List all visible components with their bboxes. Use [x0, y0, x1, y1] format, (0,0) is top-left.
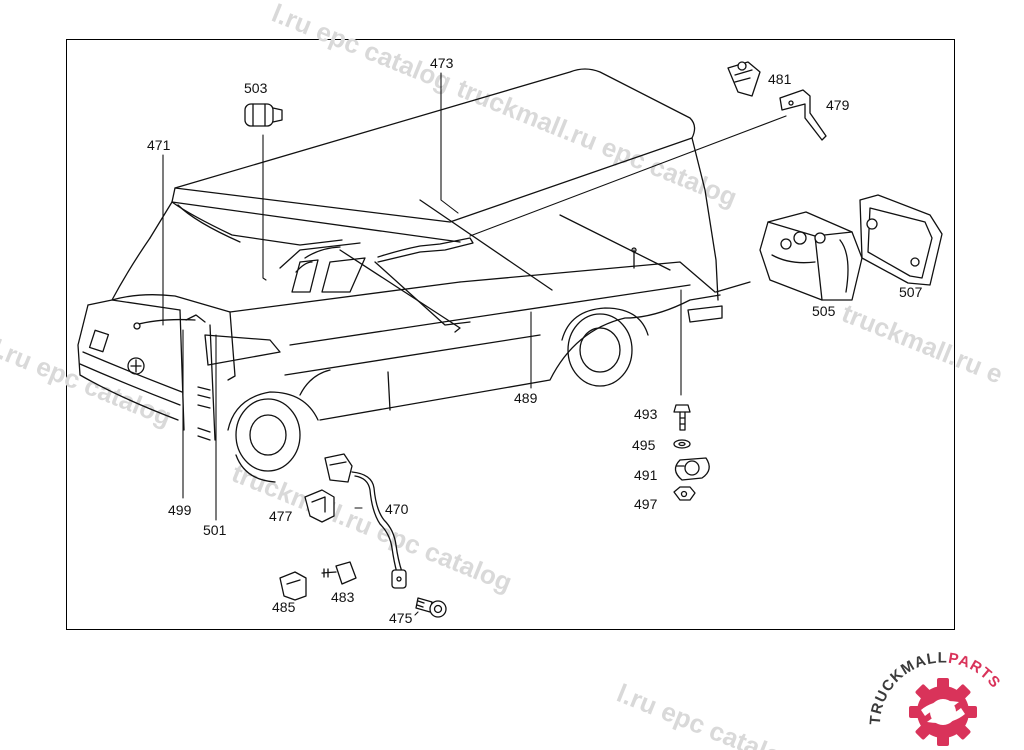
callout-497: 497 — [634, 496, 658, 512]
callout-479: 479 — [826, 97, 850, 113]
diagram-frame — [66, 39, 955, 630]
callout-477: 477 — [269, 508, 293, 524]
callout-501: 501 — [203, 522, 227, 538]
part-493-bolt — [673, 404, 691, 431]
part-495-washer — [673, 439, 691, 449]
callout-475: 475 — [389, 610, 413, 626]
gear-icon — [909, 678, 977, 746]
callout-507: 507 — [899, 284, 923, 300]
part-497-nut — [673, 486, 696, 501]
watermark-center: truckmall.ru epc catalog — [228, 458, 517, 598]
callouts: 503 471 473 481 479 505 507 489 493 495 … — [147, 55, 923, 626]
callout-495: 495 — [632, 437, 656, 453]
callout-503: 503 — [244, 80, 268, 96]
part-481-clip — [727, 61, 761, 97]
callout-493: 493 — [634, 406, 658, 422]
callout-489: 489 — [514, 390, 538, 406]
callout-473: 473 — [430, 55, 454, 71]
callout-505: 505 — [812, 303, 836, 319]
watermark-bottom: l.ru epc catalog — [613, 678, 801, 750]
callout-470: 470 — [385, 501, 409, 517]
part-483-screw — [321, 561, 357, 585]
callout-485: 485 — [272, 599, 296, 615]
watermark-left: l.ru epc catalog — [0, 333, 176, 432]
part-491-clamp — [674, 457, 710, 481]
callout-491: 491 — [634, 467, 658, 483]
callout-483: 483 — [331, 589, 355, 605]
watermark-top: l.ru epc catalog — [268, 0, 456, 97]
part-479-bracket — [779, 89, 827, 141]
leader-lines — [162, 72, 787, 616]
truckmall-parts-logo: TRUCKMALLPARTS — [867, 650, 1004, 746]
part-503-switch — [244, 103, 283, 127]
callout-481: 481 — [768, 71, 792, 87]
logo-parts: PARTS — [947, 650, 1004, 692]
part-505-lamp-housing — [759, 211, 863, 301]
part-470-cable — [324, 453, 407, 589]
part-507-lamp-lens — [859, 194, 943, 286]
van-illustration — [77, 68, 751, 483]
part-485-clip — [279, 571, 307, 601]
callout-499: 499 — [168, 502, 192, 518]
watermark-right: truckmall.ru e — [838, 298, 1007, 390]
part-475-screw — [415, 597, 447, 618]
part-477-clip — [304, 489, 335, 523]
callout-471: 471 — [147, 137, 171, 153]
